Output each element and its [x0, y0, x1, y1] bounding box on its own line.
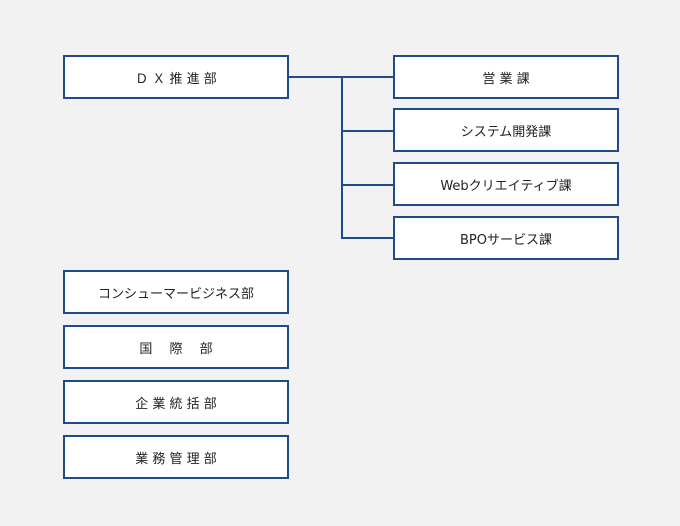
- dept-box-corporate: 企 業 統 括 部: [63, 380, 289, 424]
- dept-label-consumer-business: コンシューマービジネス部: [97, 286, 254, 302]
- connector-child-2: [341, 130, 393, 132]
- section-label-bpo: BPOサービス課: [460, 232, 552, 248]
- dept-box-dx: Ｄ Ｘ 推 進 部: [63, 55, 289, 99]
- dept-label-corporate: 企 業 統 括 部: [135, 396, 217, 412]
- section-box-bpo: BPOサービス課: [393, 216, 619, 260]
- connector-vertical-trunk: [341, 76, 343, 238]
- connector-parent-horizontal: [288, 76, 342, 78]
- section-label-web-creative: Webクリエイティブ課: [440, 178, 572, 194]
- dept-box-operations-management: 業 務 管 理 部: [63, 435, 289, 479]
- dept-box-international: 国 際 部: [63, 325, 289, 369]
- dept-label-international: 国 際 部: [139, 341, 213, 357]
- section-label-sales: 営 業 課: [482, 71, 530, 87]
- connector-child-1: [341, 76, 393, 78]
- section-label-system-dev: システム開発課: [460, 124, 552, 140]
- section-box-system-dev: システム開発課: [393, 108, 619, 152]
- dept-label-operations-management: 業 務 管 理 部: [135, 451, 217, 467]
- dept-box-consumer-business: コンシューマービジネス部: [63, 270, 289, 314]
- section-box-web-creative: Webクリエイティブ課: [393, 162, 619, 206]
- section-box-sales: 営 業 課: [393, 55, 619, 99]
- dept-label-dx: Ｄ Ｘ 推 進 部: [135, 71, 217, 87]
- connector-child-3: [341, 184, 393, 186]
- connector-child-4: [341, 237, 393, 239]
